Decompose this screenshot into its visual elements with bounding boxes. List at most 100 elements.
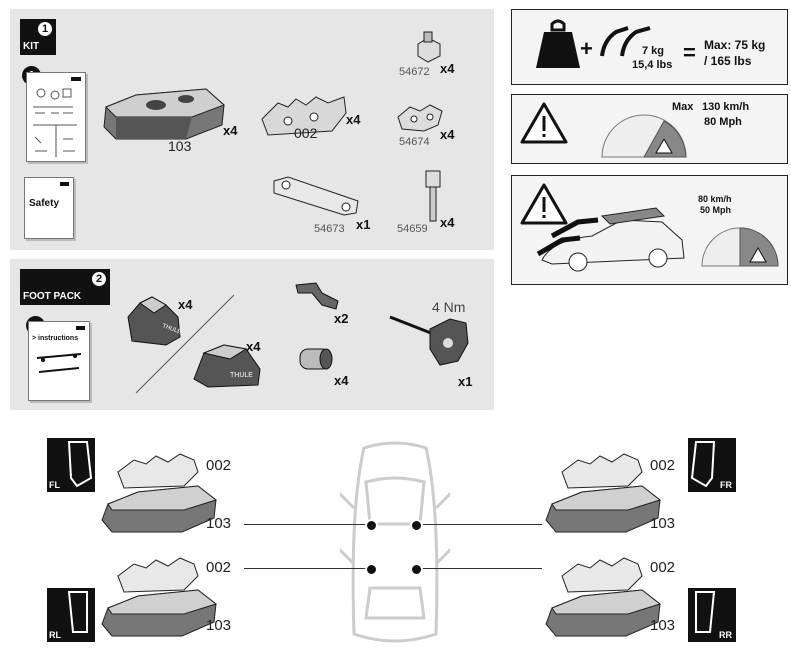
- foot-pack-panel: 2 FOOT PACK 2 > instructions THULE x4 TH…: [10, 259, 494, 410]
- fr-part-bottom: 103: [650, 515, 676, 532]
- rl-part-top: 002: [206, 559, 232, 576]
- mount-point-rl: [365, 563, 378, 576]
- load-warning-box: + 7 kg 15,4 lbs = Max: 75 kg / 165 lbs: [511, 9, 788, 85]
- position-rr-label: RR: [719, 630, 732, 640]
- safety-doc: Safety: [24, 177, 74, 239]
- foot-pack-qty-1: x4: [178, 297, 193, 312]
- position-fl-label: FL: [49, 480, 60, 490]
- load-plus: +: [580, 36, 593, 61]
- part-qty-54672: x4: [440, 61, 455, 76]
- instruction-thumbnail-icon: [33, 77, 81, 157]
- safety-label: Safety: [29, 198, 60, 209]
- position-rr-badge: RR: [688, 588, 736, 642]
- torque-tool-icon: [389, 315, 469, 366]
- assembly-rr-icon: [545, 557, 662, 637]
- bracket-002-icon: [261, 96, 347, 136]
- foot-pack-number: 2: [92, 272, 106, 286]
- position-fl-badge: FL: [47, 438, 95, 492]
- foot-base-103-icon: [103, 88, 225, 140]
- rr-leader-line: [418, 568, 542, 569]
- max-load-lbs: / 165 lbs: [704, 54, 752, 68]
- speed-max-label: Max: [672, 101, 694, 113]
- wind-kmh: 80 km/h: [698, 194, 732, 204]
- wind-gauge-icon: [701, 227, 779, 267]
- weight-icon: [536, 19, 580, 68]
- speed-max-kmh: 130 km/h: [702, 101, 750, 113]
- roof-bars-icon: [36, 353, 82, 373]
- part-code-002: 002: [294, 125, 318, 141]
- foot-pack-qty-5: x1: [458, 374, 473, 389]
- key-icon: [295, 282, 339, 310]
- kit-panel: 1 KIT 1 Safety 103 x4 002 x4 54672 x4: [10, 9, 494, 250]
- nut-54672-icon: [417, 31, 441, 63]
- clamp-54674-icon: [397, 104, 443, 132]
- fr-part-top: 002: [650, 457, 676, 474]
- kit-number: 1: [38, 22, 52, 36]
- torque-label: 4 Nm: [432, 299, 466, 315]
- roof-bar-pair-icon: [600, 26, 651, 57]
- position-fr-label: FR: [720, 480, 732, 490]
- fl-leader-line: [244, 524, 370, 525]
- speed-max-mph: 80 Mph: [704, 116, 742, 128]
- wind-mph: 50 Mph: [700, 205, 732, 215]
- assembly-fr-icon: [545, 453, 662, 533]
- car-top-outline: [340, 441, 450, 643]
- speed-warning-box: Max 130 km/h 80 Mph: [511, 94, 788, 164]
- part-qty-54674: x4: [440, 127, 455, 142]
- bars-weight-kg: 7 kg: [642, 45, 665, 57]
- position-rl-badge: RL: [47, 588, 95, 642]
- part-code-54672: 54672: [399, 66, 430, 78]
- lock-cylinder-icon: [299, 348, 333, 370]
- foot-pack-instruction-doc: > instructions: [28, 321, 90, 401]
- kit-instruction-doc: [26, 72, 86, 162]
- kit-tab: 1 KIT: [20, 19, 56, 55]
- foot-pack-tab: 2 FOOT PACK: [20, 269, 110, 305]
- assembly-rl-icon: [101, 557, 218, 637]
- rr-part-top: 002: [650, 559, 676, 576]
- part-code-54674: 54674: [399, 136, 430, 148]
- door-rr-icon: [695, 591, 716, 633]
- wind-warning-box: 80 km/h 50 Mph: [511, 175, 788, 285]
- mount-point-fl: [365, 519, 378, 532]
- load-equals: =: [683, 40, 696, 65]
- assembly-fl-icon: [101, 453, 218, 533]
- bars-weight-lbs: 15,4 lbs: [632, 59, 673, 71]
- instructions-label: > instructions: [32, 335, 79, 342]
- part-qty-54673: x1: [356, 217, 371, 232]
- mount-point-fr: [410, 519, 423, 532]
- kit-title: KIT: [23, 41, 40, 52]
- foot-pack-qty-2: x4: [246, 339, 261, 354]
- car-wind-icon: [536, 207, 685, 272]
- position-fr-badge: FR: [688, 438, 736, 492]
- foot-pack-qty-3: x2: [334, 311, 349, 326]
- foot-pack-title: FOOT PACK: [23, 291, 82, 302]
- foot-pack-foot-2-brand: THULE: [230, 372, 253, 379]
- door-rl-icon: [67, 591, 88, 633]
- warning-triangle-icon-2: [520, 183, 568, 225]
- speed-gauge-icon: [601, 114, 687, 158]
- fr-leader-line: [418, 524, 542, 525]
- part-qty-103: x4: [223, 123, 238, 138]
- max-load-kg: Max: 75 kg: [704, 38, 766, 52]
- mount-point-rr: [410, 563, 423, 576]
- foot-pack-foot-2-icon: THULE: [193, 344, 261, 388]
- foot-pack-foot-1-icon: THULE: [127, 296, 182, 346]
- part-code-54659: 54659: [397, 223, 428, 235]
- rr-part-bottom: 103: [650, 617, 676, 634]
- foot-pack-qty-4: x4: [334, 373, 349, 388]
- part-code-54673: 54673: [314, 223, 345, 235]
- part-code-103: 103: [168, 138, 192, 154]
- fl-part-top: 002: [206, 457, 232, 474]
- door-fr-icon: [690, 441, 716, 488]
- part-qty-002: x4: [346, 112, 361, 127]
- foot-pack-divider: [135, 294, 235, 394]
- part-qty-54659: x4: [440, 215, 455, 230]
- fl-part-bottom: 103: [206, 515, 232, 532]
- door-fl-icon: [67, 441, 93, 488]
- warning-triangle-icon: [520, 102, 568, 144]
- position-rl-label: RL: [49, 630, 61, 640]
- bolt-54659-icon: [425, 170, 441, 222]
- plate-54673-icon: [273, 176, 359, 216]
- rl-part-bottom: 103: [206, 617, 232, 634]
- rl-leader-line: [244, 568, 370, 569]
